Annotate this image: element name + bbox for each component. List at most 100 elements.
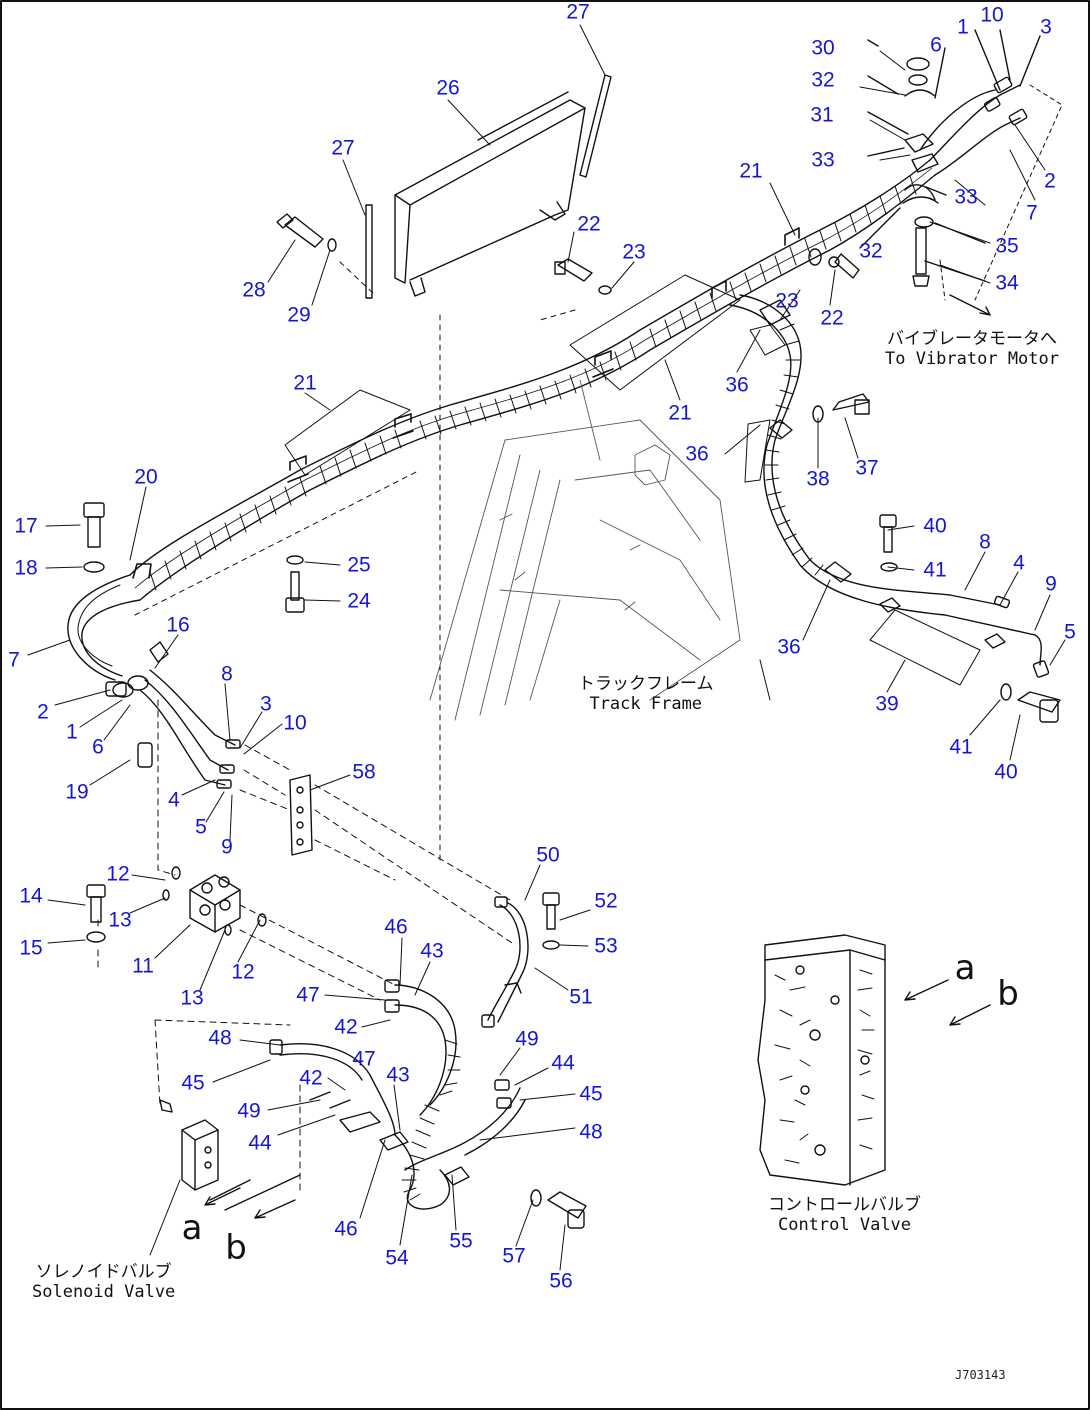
part-callout-26: 26 (436, 76, 460, 100)
oring-12-bottom (257, 913, 267, 927)
part-callout-2: 2 (37, 700, 49, 724)
part-callout-30: 30 (811, 36, 835, 60)
part-callout-22: 22 (820, 306, 844, 330)
part-callout-21: 21 (293, 371, 317, 395)
part-callout-12: 12 (106, 862, 130, 886)
bolt-24 (285, 571, 305, 613)
washer-57 (530, 1189, 542, 1207)
caption-control-valve: コントロールバルブ Control Valve (768, 1195, 921, 1235)
part-callout-41: 41 (923, 558, 947, 582)
hose-50 (481, 896, 529, 1028)
part-callout-9: 9 (1045, 572, 1057, 596)
part-callout-6: 6 (92, 735, 104, 759)
caption-track-en: Track Frame (589, 693, 703, 714)
caption-vibrator-jp: バイブレータモータへ (887, 329, 1057, 349)
arrow-a-right (904, 979, 949, 1001)
part-callout-4: 4 (168, 788, 180, 812)
part-callout-29: 29 (287, 303, 311, 327)
part-callout-55: 55 (449, 1229, 473, 1253)
part-callout-7: 7 (8, 648, 20, 672)
washer-23-right (808, 248, 822, 266)
bolt-40-top (879, 514, 897, 553)
part-callout-12: 12 (231, 960, 255, 984)
bracket-27 (365, 74, 612, 299)
part-callout-50: 50 (536, 843, 560, 867)
washer-25 (286, 555, 304, 565)
part-callout-19: 19 (65, 780, 89, 804)
bolt-40-bottom (1017, 691, 1061, 723)
port-letter-a-right: a (954, 948, 976, 988)
part-callout-45: 45 (579, 1082, 603, 1106)
part-callout-34: 34 (995, 271, 1019, 295)
part-callout-20: 20 (134, 465, 158, 489)
part-callout-33: 33 (954, 185, 978, 209)
part-callout-41: 41 (949, 735, 973, 759)
part-callout-7: 7 (1026, 201, 1038, 225)
part-callout-25: 25 (347, 553, 371, 577)
caption-track-jp: トラックフレーム (578, 674, 714, 694)
block-58 (289, 774, 313, 856)
part-callout-48: 48 (579, 1120, 603, 1144)
port-letter-b-right: b (997, 974, 1019, 1014)
part-callout-36: 36 (685, 442, 709, 466)
arrow-b-right (949, 1004, 991, 1026)
part-callout-3: 3 (260, 692, 272, 716)
clamp-parts-top-right (859, 29, 1041, 287)
hoses-left-end (67, 574, 241, 789)
part-callout-45: 45 (181, 1071, 205, 1095)
part-callout-52: 52 (594, 889, 618, 913)
caption-track-frame: トラックフレーム Track Frame (578, 674, 714, 714)
bolt-52 (542, 892, 560, 930)
part-callout-40: 40 (923, 514, 947, 538)
washer-29 (327, 238, 337, 252)
part-callout-27: 27 (331, 136, 355, 160)
port-letter-a-left: a (181, 1208, 203, 1248)
caption-control-en: Control Valve (777, 1214, 912, 1235)
part-callout-32: 32 (811, 68, 835, 92)
part-callout-16: 16 (166, 613, 190, 637)
caption-vibrator-en: To Vibrator Motor (885, 348, 1059, 369)
part-callout-38: 38 (806, 467, 830, 491)
part-callout-5: 5 (195, 815, 207, 839)
part-callout-14: 14 (19, 884, 43, 908)
bolt-28 (276, 213, 324, 248)
part-callout-36: 36 (725, 373, 749, 397)
hoses-right-end (904, 76, 1028, 201)
oring-13-bottom (224, 924, 232, 936)
part-callout-47: 47 (296, 983, 320, 1007)
washer-15 (86, 931, 106, 943)
part-callout-24: 24 (347, 589, 371, 613)
part-callout-49: 49 (515, 1027, 539, 1051)
part-callout-22: 22 (577, 212, 601, 236)
part-callout-31: 31 (810, 103, 834, 127)
part-callout-51: 51 (569, 985, 593, 1009)
dashed-guides-2 (97, 699, 516, 1191)
part-callout-54: 54 (385, 1246, 409, 1270)
part-callout-46: 46 (384, 915, 408, 939)
part-callout-33: 33 (811, 148, 835, 172)
part-callout-32: 32 (859, 239, 883, 263)
washer-41-bottom (1000, 683, 1012, 701)
oring-12-top (171, 866, 181, 880)
caption-control-jp: コントロールバルブ (768, 1195, 921, 1215)
part-callout-10: 10 (283, 711, 307, 735)
part-callout-1: 1 (66, 720, 78, 744)
part-callout-35: 35 (995, 234, 1019, 258)
part-callout-53: 53 (594, 934, 618, 958)
part-callout-17: 17 (14, 514, 38, 538)
part-callout-18: 18 (14, 556, 38, 580)
caption-solenoid-valve: ソレノイドバルブ Solenoid Valve (32, 1262, 175, 1302)
washer-38 (812, 405, 824, 423)
leader-solenoid (149, 1179, 181, 1256)
part-callout-6: 6 (930, 33, 942, 57)
part-callout-49: 49 (237, 1099, 261, 1123)
part-callout-1: 1 (957, 15, 969, 39)
part-callout-10: 10 (980, 3, 1004, 27)
part-callout-37: 37 (855, 456, 879, 480)
arrow-b-left (254, 1199, 296, 1219)
part-callout-40: 40 (994, 760, 1018, 784)
part-callout-28: 28 (242, 278, 266, 302)
lower-hoses (269, 979, 526, 1210)
